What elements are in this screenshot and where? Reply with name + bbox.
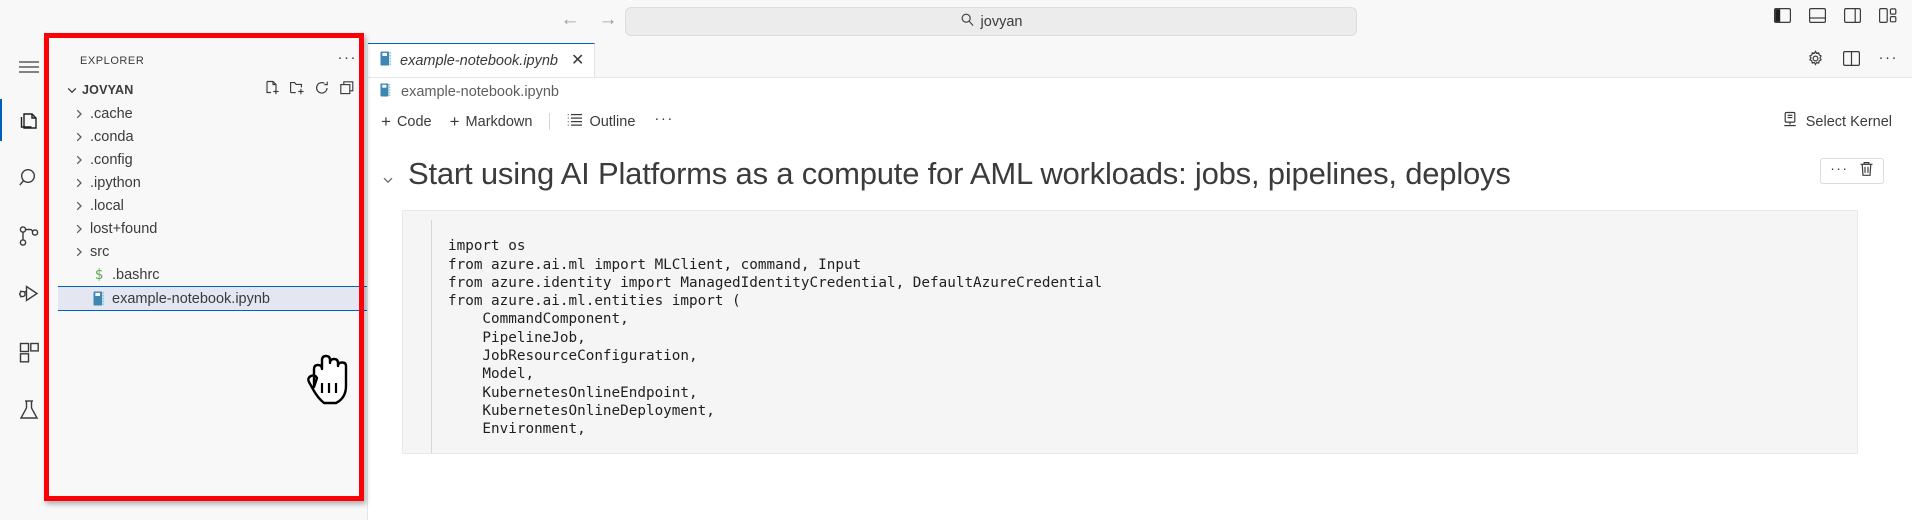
activity-bar — [0, 43, 58, 520]
toggle-secondary-sidebar-icon[interactable] — [1844, 8, 1861, 23]
split-editor-icon[interactable] — [1842, 50, 1860, 71]
chevron-right-icon[interactable] — [70, 245, 88, 259]
kernel-server-icon — [1782, 111, 1798, 132]
file-tree-item-label: .ipython — [90, 174, 141, 191]
add-code-cell-button[interactable]: + Code — [372, 109, 441, 135]
explorer-title: EXPLORER — [80, 54, 145, 67]
file-tree-item-ipython[interactable]: .ipython — [58, 171, 367, 194]
editor-tab-bar: example-notebook.ipynb ✕ ··· — [368, 43, 1912, 78]
chevron-right-icon[interactable] — [70, 107, 88, 121]
customize-layout-icon[interactable] — [1879, 8, 1898, 23]
code-cell-source[interactable]: import os from azure.ai.ml import MLClie… — [448, 238, 1103, 438]
file-tree-item-label: .config — [90, 151, 133, 168]
file-tree-item-example-notebook-ipynb[interactable]: example-notebook.ipynb — [58, 286, 367, 311]
back-arrow-icon[interactable]: ← — [560, 9, 580, 30]
chevron-right-icon[interactable] — [70, 199, 88, 213]
code-indent-guide — [431, 220, 432, 453]
outline-icon — [567, 113, 583, 131]
notebook-icon — [380, 51, 393, 70]
file-tree-item-conda[interactable]: .conda — [58, 125, 367, 148]
chevron-down-icon[interactable] — [64, 82, 80, 98]
file-tree-item-lost-found[interactable]: lost+found — [58, 217, 367, 240]
collapse-folders-icon[interactable] — [339, 80, 355, 101]
run-and-debug-icon[interactable] — [0, 265, 58, 323]
pointing-hand-cursor — [300, 345, 356, 420]
file-tree-item-label: .conda — [90, 128, 134, 145]
explorer-sidebar: EXPLORER ··· JOVYAN — [58, 43, 368, 520]
menu-icon[interactable] — [0, 43, 58, 91]
source-control-icon[interactable] — [0, 207, 58, 265]
code-cell-gutter — [403, 211, 431, 453]
add-markdown-cell-button[interactable]: + Markdown — [441, 109, 542, 135]
markdown-cell[interactable]: Start using AI Platforms as a compute fo… — [368, 138, 1912, 194]
trash-icon[interactable] — [1859, 161, 1874, 182]
file-tree-item-label: .local — [90, 197, 124, 214]
file-tree-item-label: .bashrc — [112, 266, 160, 283]
outline-button[interactable]: Outline — [558, 110, 644, 134]
toolbar-separator — [549, 113, 551, 130]
notebook-toolbar: + Code + Markdown Outline ·· — [368, 105, 1912, 138]
editor-tab-label: example-notebook.ipynb — [400, 52, 558, 69]
navigation-controls: ← → — [560, 10, 618, 29]
extensions-icon[interactable] — [0, 323, 58, 381]
shell-script-icon: $ — [94, 266, 104, 283]
command-center-search[interactable]: jovyan — [625, 7, 1357, 36]
outline-label: Outline — [589, 113, 636, 130]
file-tree-item-cache[interactable]: .cache — [58, 102, 367, 125]
notebook-body: ··· Start using AI Platforms as a comput… — [368, 138, 1912, 520]
code-cell[interactable]: import os from azure.ai.ml import MLClie… — [402, 210, 1858, 454]
file-tree: .cache .conda .config .ipython .local lost+fo… — [58, 102, 367, 520]
notebook-more-actions-icon[interactable]: ··· — [654, 109, 674, 127]
file-tree-item-label: src — [90, 243, 110, 260]
file-tree-item-label: lost+found — [90, 220, 158, 237]
chevron-right-icon[interactable] — [70, 176, 88, 190]
file-tree-item-label: .cache — [90, 105, 133, 122]
new-file-icon[interactable] — [264, 80, 280, 101]
chevron-right-icon[interactable] — [70, 153, 88, 167]
file-tree-item-config[interactable]: .config — [58, 148, 367, 171]
chevron-right-icon[interactable] — [70, 222, 88, 236]
add-code-cell-label: Code — [396, 113, 432, 130]
chevron-right-icon[interactable] — [70, 130, 88, 144]
chevron-down-icon[interactable] — [368, 154, 408, 188]
cell-toolbar: ··· — [1820, 158, 1884, 184]
workspace-name: JOVYAN — [82, 83, 134, 97]
editor-area: example-notebook.ipynb ✕ ··· — [368, 43, 1912, 520]
file-tree-item-local[interactable]: .local — [58, 194, 367, 217]
markdown-heading: Start using AI Platforms as a compute fo… — [408, 156, 1511, 191]
search-icon[interactable] — [0, 149, 58, 207]
close-icon[interactable]: ✕ — [571, 51, 585, 69]
select-kernel-label: Select Kernel — [1805, 113, 1892, 130]
explorer-more-actions-icon[interactable]: ··· — [337, 48, 357, 66]
editor-more-actions-icon[interactable]: ··· — [1878, 48, 1898, 66]
plus-icon: + — [381, 111, 391, 131]
refresh-explorer-icon[interactable] — [314, 80, 330, 101]
file-tree-item-bashrc[interactable]: $ .bashrc — [58, 263, 367, 286]
file-tree-item-label: example-notebook.ipynb — [112, 290, 270, 307]
new-folder-icon[interactable] — [289, 80, 305, 101]
editor-tab-actions: ··· — [1807, 43, 1899, 78]
select-kernel-button[interactable]: Select Kernel — [1782, 105, 1892, 138]
file-tree-item-src[interactable]: src — [58, 240, 367, 263]
notebook-icon — [380, 83, 392, 101]
notebook-icon — [88, 291, 110, 306]
cell-more-actions-icon[interactable]: ··· — [1830, 160, 1849, 176]
toggle-panel-icon[interactable] — [1809, 8, 1826, 23]
workspace-section-header[interactable]: JOVYAN — [58, 78, 367, 102]
toggle-primary-sidebar-icon[interactable] — [1774, 8, 1791, 23]
testing-flask-icon[interactable] — [0, 381, 58, 439]
forward-arrow-icon[interactable]: → — [598, 9, 618, 30]
add-markdown-cell-label: Markdown — [465, 113, 533, 130]
editor-tab-example-notebook[interactable]: example-notebook.ipynb ✕ — [368, 43, 596, 77]
search-query-text: jovyan — [980, 13, 1023, 30]
explorer-header: EXPLORER ··· — [58, 43, 367, 78]
explorer-icon[interactable] — [0, 91, 58, 149]
plus-icon: + — [449, 111, 460, 131]
title-bar: ← → jovyan — [0, 0, 1912, 43]
breadcrumb-label: example-notebook.ipynb — [401, 83, 559, 100]
settings-gear-icon[interactable] — [1807, 49, 1824, 72]
layout-controls — [1774, 8, 1898, 23]
search-icon — [960, 12, 975, 32]
breadcrumb[interactable]: example-notebook.ipynb — [368, 78, 1912, 105]
